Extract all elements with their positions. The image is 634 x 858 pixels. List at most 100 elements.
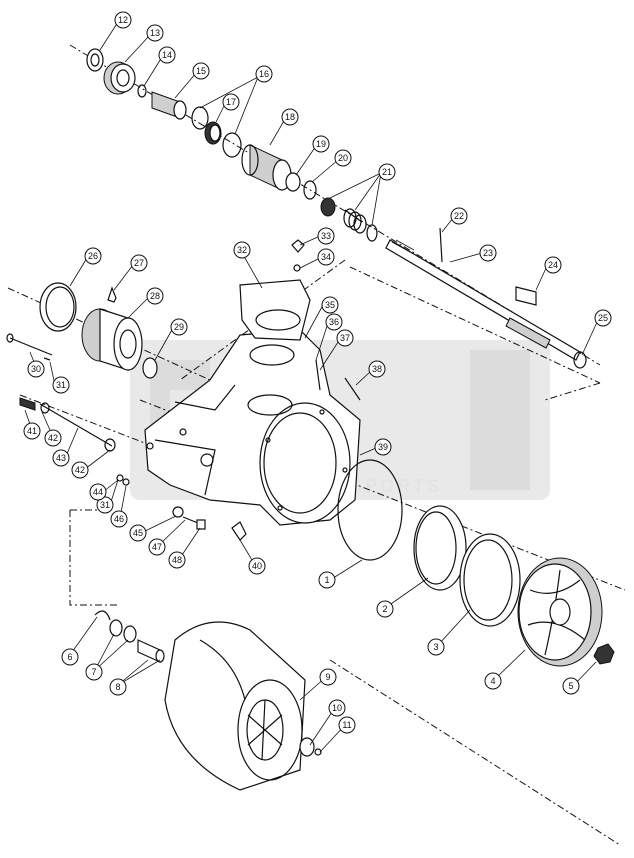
- callout-label: 31: [56, 380, 66, 390]
- callout-label: 17: [226, 97, 236, 107]
- callout-12: 12: [114, 11, 132, 29]
- callout-42: 42: [44, 429, 62, 447]
- callout-label: 5: [568, 681, 573, 691]
- callout-38: 38: [368, 360, 386, 378]
- callout-label: 10: [332, 703, 342, 713]
- callout-42b: 42: [71, 461, 89, 479]
- callout-28: 28: [146, 287, 164, 305]
- callout-label: 27: [134, 258, 144, 268]
- callout-label: 39: [378, 442, 388, 452]
- callout-26: 26: [84, 247, 102, 265]
- callout-11: 11: [338, 716, 356, 734]
- callout-label: 28: [150, 291, 160, 301]
- callout-label: 48: [172, 555, 182, 565]
- callout-label: 31: [100, 500, 110, 510]
- callout-label: 33: [321, 231, 331, 241]
- callout-label: 15: [196, 66, 206, 76]
- callout-39: 39: [374, 438, 392, 456]
- leader-lines: [24, 21, 599, 753]
- callout-label: 22: [454, 211, 464, 221]
- callout-label: 4: [490, 676, 495, 686]
- callout-4: 4: [484, 672, 502, 690]
- callout-22: 22: [450, 207, 468, 225]
- callout-15: 15: [192, 62, 210, 80]
- callout-label: 25: [598, 313, 608, 323]
- callout-24: 24: [544, 256, 562, 274]
- callout-34: 34: [317, 248, 335, 266]
- callout-label: 45: [133, 528, 143, 538]
- callout-6: 6: [61, 648, 79, 666]
- callout-35: 35: [321, 296, 339, 314]
- callout-label: 8: [115, 682, 120, 692]
- callout-label: 9: [325, 672, 330, 682]
- callout-37: 37: [336, 329, 354, 347]
- impeller-group: [337, 459, 615, 667]
- callout-label: 18: [285, 112, 295, 122]
- callout-21: 21: [378, 163, 396, 181]
- callout-label: 42: [48, 433, 58, 443]
- callout-44: 44: [89, 483, 107, 501]
- callout-45: 45: [129, 524, 147, 542]
- driveshaft-stack: [86, 48, 587, 369]
- callout-label: 41: [27, 426, 37, 436]
- callout-19: 19: [312, 135, 330, 153]
- callout-label: 40: [252, 561, 262, 571]
- callout-1: 1: [318, 571, 336, 589]
- callout-label: 47: [152, 542, 162, 552]
- callout-label: 3: [433, 642, 438, 652]
- callout-31a: 31: [52, 376, 70, 394]
- callout-14: 14: [158, 46, 176, 64]
- callout-label: 23: [483, 248, 493, 258]
- callout-32: 32: [233, 241, 251, 259]
- callout-label: 44: [93, 487, 103, 497]
- callout-label: 2: [382, 604, 387, 614]
- callout-8: 8: [109, 678, 127, 696]
- callout-3: 3: [427, 638, 445, 656]
- callout-label: 46: [114, 514, 124, 524]
- callout-label: 14: [162, 50, 172, 60]
- callout-label: 42: [75, 465, 85, 475]
- callout-20: 20: [334, 149, 352, 167]
- callout-label: 16: [259, 69, 269, 79]
- callout-43: 43: [52, 449, 70, 467]
- callout-47: 47: [148, 538, 166, 556]
- callout-48: 48: [168, 551, 186, 569]
- callout-label: 32: [237, 245, 247, 255]
- callout-label: 12: [118, 15, 128, 25]
- callout-label: 20: [338, 153, 348, 163]
- callout-27: 27: [130, 254, 148, 272]
- callout-29: 29: [170, 318, 188, 336]
- callout-label: 26: [88, 251, 98, 261]
- callout-label: 37: [340, 333, 350, 343]
- callout-41: 41: [23, 422, 41, 440]
- callout-label: 6: [67, 652, 72, 662]
- callout-label: 7: [91, 667, 96, 677]
- callout-25: 25: [594, 309, 612, 327]
- callout-10: 10: [328, 699, 346, 717]
- callout-16: 16: [255, 65, 273, 83]
- intake-side-parts: [6, 282, 247, 541]
- callout-label: 11: [342, 720, 351, 730]
- callout-label: 38: [372, 364, 382, 374]
- callout-2: 2: [376, 600, 394, 618]
- callout-7: 7: [85, 663, 103, 681]
- callout-label: 43: [56, 453, 66, 463]
- callout-36: 36: [325, 313, 343, 331]
- callout-label: 36: [329, 317, 339, 327]
- callout-46: 46: [110, 510, 128, 528]
- callout-23: 23: [479, 244, 497, 262]
- callout-label: 24: [548, 260, 558, 270]
- callout-label: 19: [316, 139, 326, 149]
- pump-housing: [144, 239, 361, 526]
- callout-33: 33: [317, 227, 335, 245]
- callouts: 1 2 3 4 5 6 7 8 9 10 11 12 13 14 15 16 1…: [23, 11, 612, 734]
- callout-label: 29: [174, 322, 184, 332]
- callout-label: 21: [382, 167, 392, 177]
- callout-label: 34: [321, 252, 331, 262]
- callout-17: 17: [222, 93, 240, 111]
- callout-label: 35: [325, 300, 335, 310]
- nozzle-group: [94, 610, 322, 791]
- callout-31b: 31: [96, 496, 114, 514]
- callout-label: 30: [31, 364, 41, 374]
